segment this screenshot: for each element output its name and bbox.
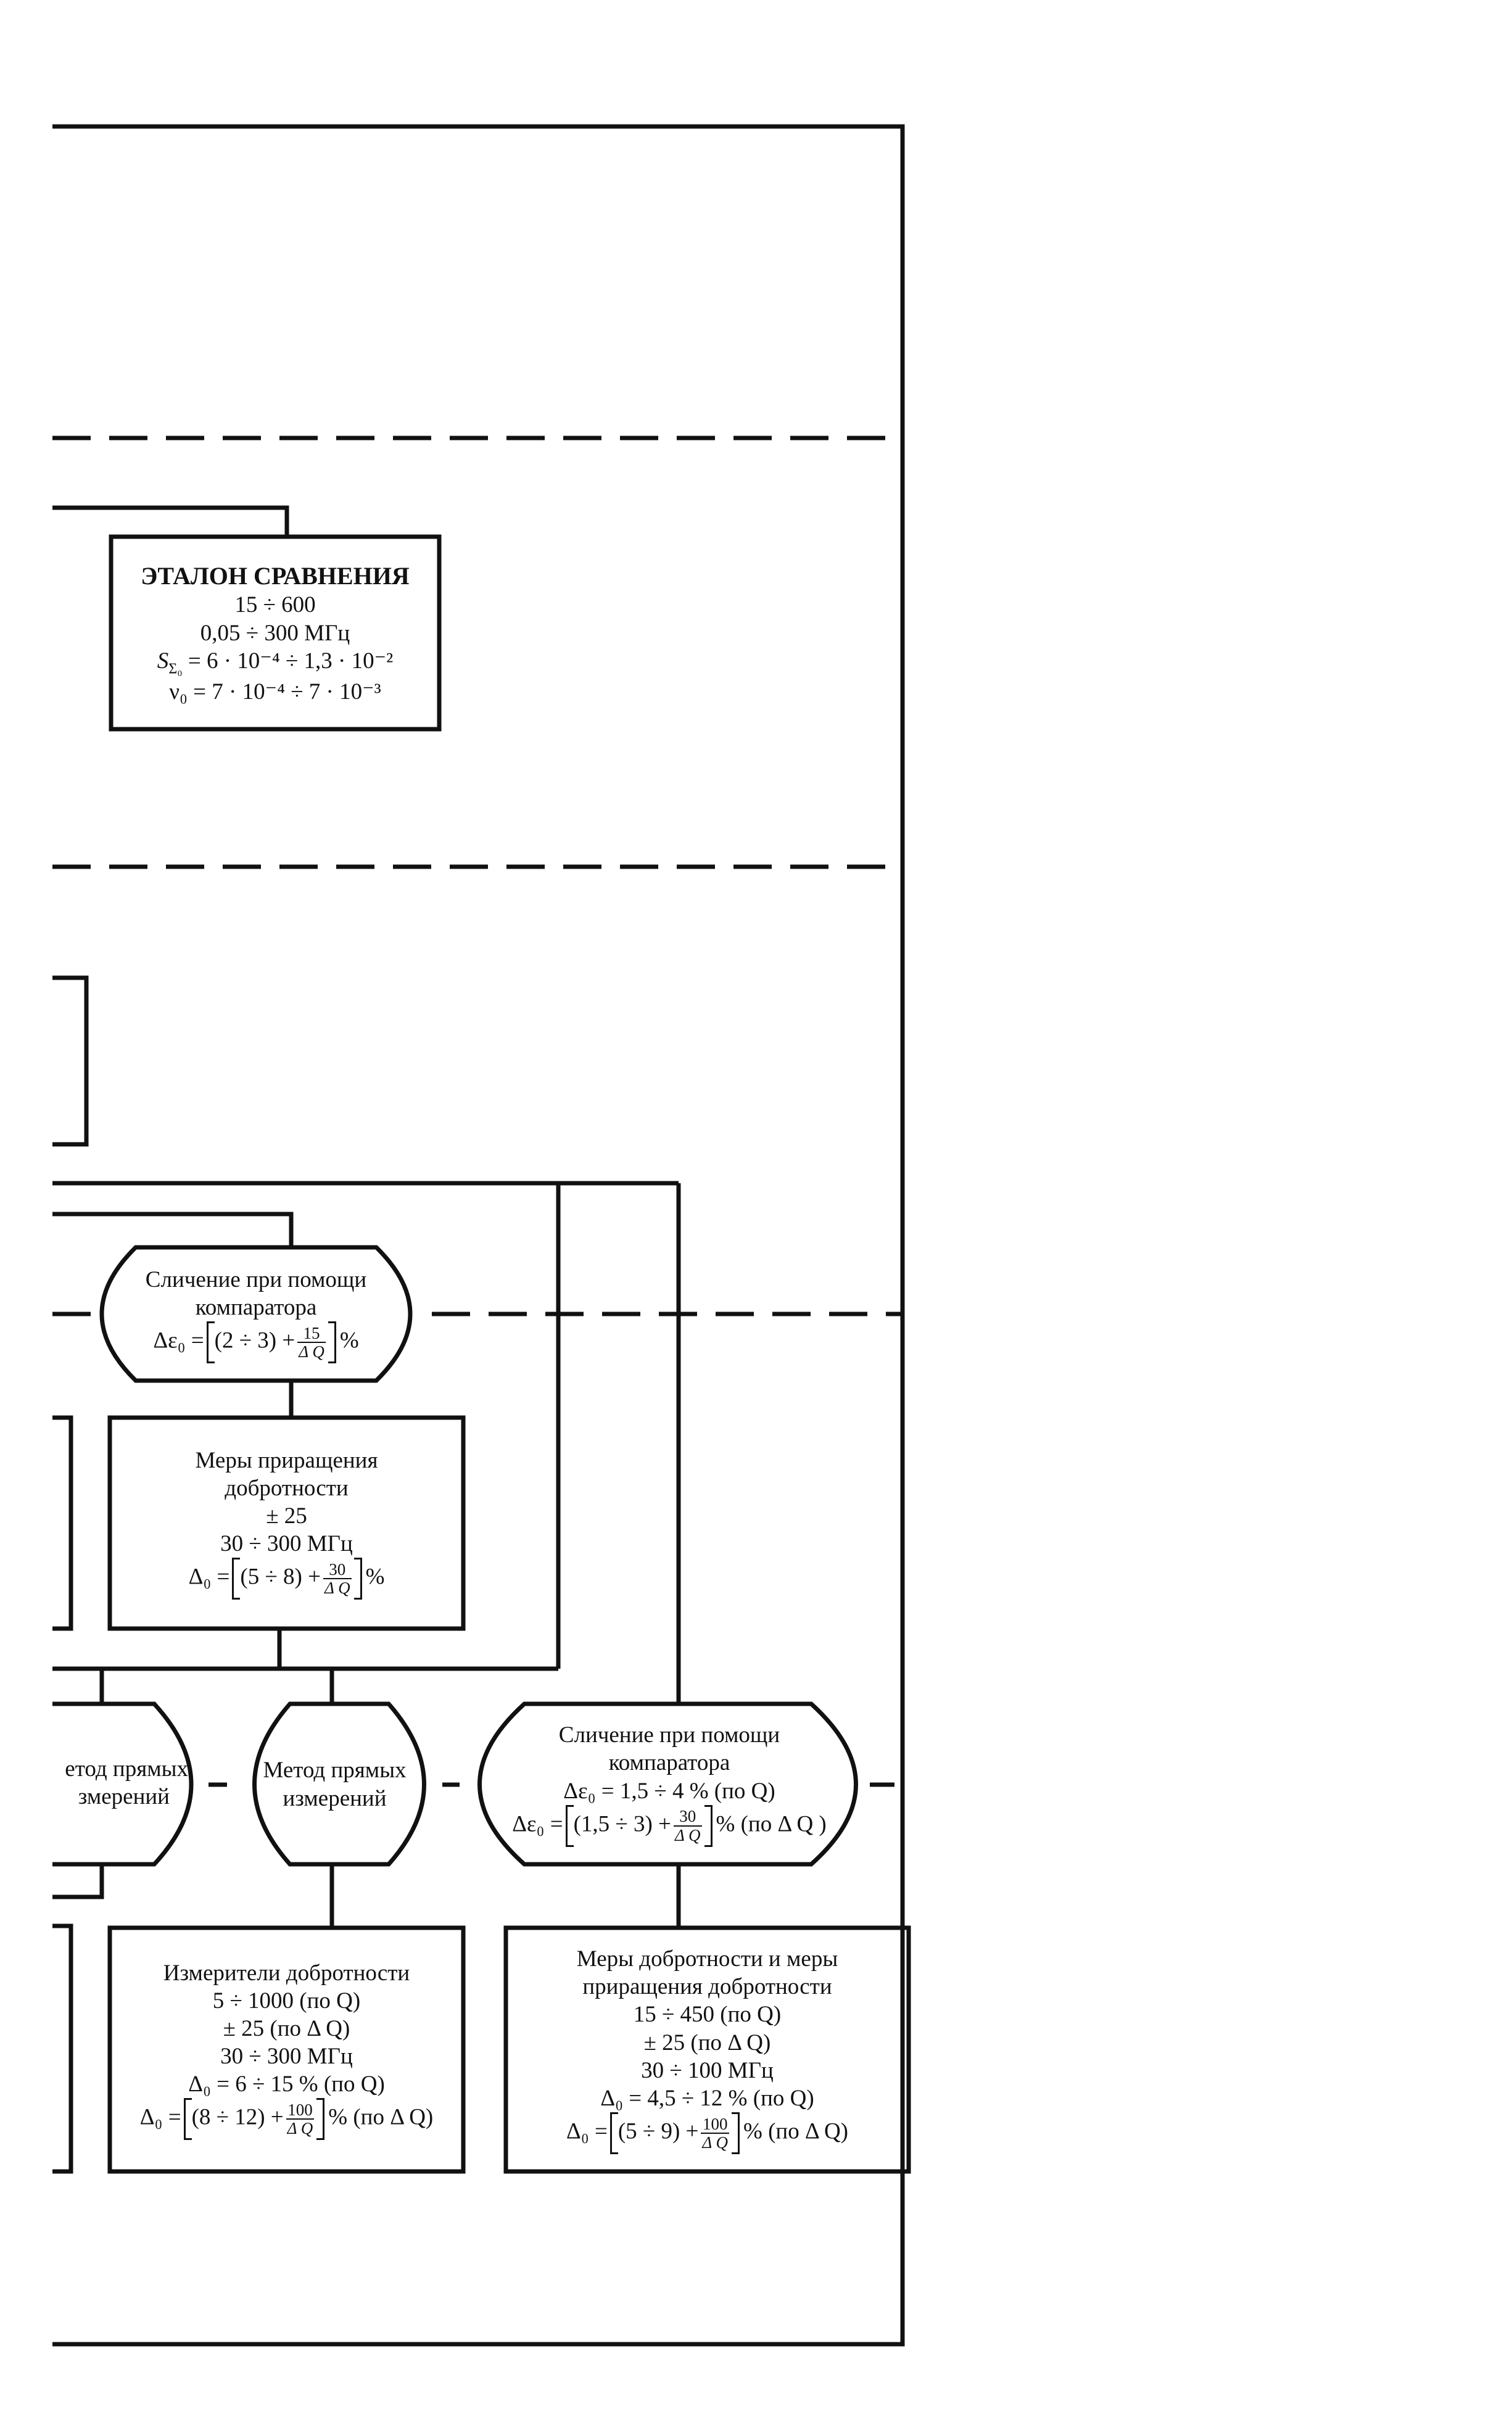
partial-box-left-3 bbox=[52, 1923, 73, 2174]
formula-rhs: % (по Δ Q ) bbox=[716, 1811, 827, 1837]
line-left-down bbox=[52, 1863, 104, 1899]
etalon-title: ЭТАЛОН СРАВНЕНИЯ bbox=[141, 561, 410, 590]
q-measures-line1: Меры добротности и меры bbox=[576, 1946, 838, 1972]
direct-left-line2: змерений bbox=[78, 1784, 170, 1809]
q-meters-line3: ± 25 (по Δ Q) bbox=[223, 2015, 350, 2041]
etalon-v-line: ν₀ = 7 · 10⁻⁴ ÷ 7 · 10⁻³ bbox=[169, 679, 381, 705]
outer-frame bbox=[52, 124, 905, 2347]
etalon-freq: 0,05 ÷ 300 МГц bbox=[200, 620, 350, 646]
formula-mid: (1,5 ÷ 3) + bbox=[573, 1811, 671, 1837]
q-measures-line6: Δ₀ = 4,5 ÷ 12 % (по Q) bbox=[600, 2085, 814, 2111]
comparator-top-line1: Сличение при помощи bbox=[145, 1266, 367, 1292]
formula-rhs: % (по Δ Q) bbox=[328, 2104, 434, 2130]
comparator-top-line2: компаратора bbox=[195, 1295, 317, 1320]
oval-direct-mid bbox=[252, 1701, 426, 1867]
formula-mid: (5 ÷ 8) + bbox=[240, 1564, 321, 1590]
q-measures-box: Меры добротности и меры приращения добро… bbox=[510, 1931, 905, 2168]
partial-box-left-1 bbox=[52, 975, 89, 1147]
partial-box-left-2 bbox=[52, 1415, 73, 1631]
formula-lhs: Δε₀ = bbox=[153, 1328, 204, 1353]
etalon-box: ЭТАЛОН СРАВНЕНИЯ 15 ÷ 600 0,05 ÷ 300 МГц… bbox=[115, 542, 436, 725]
formula-mid: (8 ÷ 12) + bbox=[191, 2104, 284, 2130]
q-measures-line2: приращения добротности bbox=[582, 1974, 832, 2000]
increment-measures-box: Меры приращения добротности ± 25 30 ÷ 30… bbox=[114, 1421, 460, 1625]
q-meters-line1: Измерители добротности bbox=[163, 1960, 410, 1986]
direct-mid-line1: Метод прямых bbox=[263, 1758, 407, 1783]
formula-rhs: % bbox=[365, 1564, 385, 1590]
etalon-s-sub: Σ₀ bbox=[168, 661, 183, 677]
q-meters-box: Измерители добротности 5 ÷ 1000 (по Q) ±… bbox=[114, 1931, 460, 2168]
box-q-measures bbox=[503, 1925, 911, 2174]
direct-mid-box: Метод прямых измерений bbox=[228, 1715, 441, 1854]
increment-line3: ± 25 bbox=[266, 1503, 307, 1529]
formula-lhs: Δ₀ = bbox=[566, 2118, 608, 2144]
increment-line1: Меры приращения bbox=[195, 1447, 378, 1473]
increment-line4: 30 ÷ 300 МГц bbox=[220, 1531, 353, 1557]
formula-lhs: Δ₀ = bbox=[188, 1564, 230, 1590]
line-to-comparator-top bbox=[52, 1212, 294, 1246]
etalon-s-symbol: S bbox=[157, 648, 169, 674]
oval-comparator-top bbox=[99, 1245, 413, 1383]
oval-direct-left bbox=[52, 1701, 194, 1867]
box-increment-measures bbox=[107, 1415, 466, 1631]
q-measures-line4: ± 25 (по Δ Q) bbox=[643, 2030, 771, 2055]
comparator-right-box: Сличение при помощи компаратора Δε₀ = 1,… bbox=[469, 1708, 870, 1861]
box-q-meters bbox=[107, 1925, 466, 2174]
line-measures-down bbox=[52, 1629, 282, 1671]
etalon-range: 15 ÷ 600 bbox=[234, 592, 316, 618]
etalon-s-line: SΣ₀ = 6 · 10⁻⁴ ÷ 1,3 · 10⁻² bbox=[157, 647, 393, 679]
formula-mid: (2 ÷ 3) + bbox=[214, 1328, 295, 1353]
formula-mid: (5 ÷ 9) + bbox=[618, 2118, 699, 2144]
formula-rhs: % (по Δ Q) bbox=[743, 2118, 848, 2144]
direct-left-box: етод прямых змерений bbox=[52, 1727, 207, 1838]
direct-left-line1: етод прямых bbox=[65, 1756, 188, 1782]
increment-line2: добротности bbox=[225, 1475, 349, 1501]
line-to-etalon bbox=[52, 505, 289, 537]
q-meters-line2: 5 ÷ 1000 (по Q) bbox=[212, 1988, 361, 2014]
comparator-right-line2: компаратора bbox=[608, 1750, 730, 1776]
q-measures-line5: 30 ÷ 100 МГц bbox=[641, 2057, 774, 2083]
direct-mid-line2: измерений bbox=[283, 1785, 387, 1811]
oval-comparator-right bbox=[477, 1701, 858, 1867]
formula-rhs: % bbox=[339, 1328, 359, 1353]
formula-lhs: Δ₀ = bbox=[139, 2104, 181, 2130]
box-etalon bbox=[109, 534, 442, 732]
comparator-right-line1: Сличение при помощи bbox=[558, 1722, 780, 1748]
formula-lhs: Δε₀ = bbox=[512, 1811, 563, 1837]
q-meters-line4: 30 ÷ 300 МГц bbox=[220, 2044, 353, 2070]
q-meters-line5: Δ₀ = 6 ÷ 15 % (по Q) bbox=[188, 2072, 385, 2097]
comparator-right-line3: Δε₀ = 1,5 ÷ 4 % (по Q) bbox=[563, 1778, 775, 1804]
etalon-s-value: = 6 · 10⁻⁴ ÷ 1,3 · 10⁻² bbox=[188, 648, 394, 674]
comparator-top-box: Сличение при помощи компаратора Δε₀ = (2 … bbox=[93, 1251, 419, 1378]
q-measures-line3: 15 ÷ 450 (по Q) bbox=[633, 2002, 782, 2028]
